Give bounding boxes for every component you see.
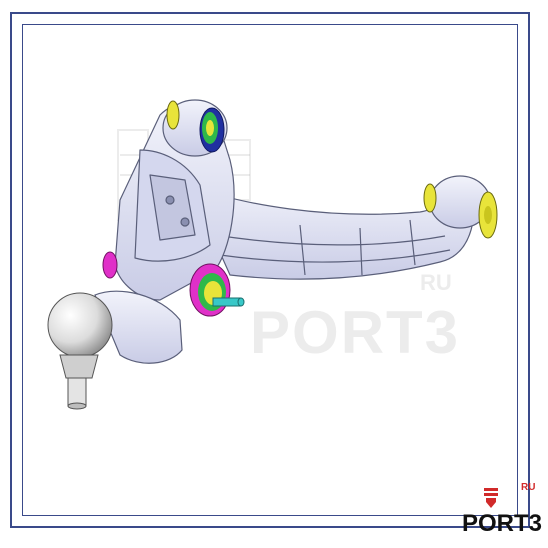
lower-bushing	[189, 263, 245, 317]
side-bushing	[102, 251, 118, 279]
outer-frame	[10, 12, 530, 528]
logo-brand: PORT3	[462, 510, 543, 537]
ball-joint	[47, 290, 183, 410]
logo-piston-icon	[484, 488, 498, 491]
front-bushing	[162, 99, 228, 157]
rear-bushing	[423, 175, 498, 239]
watermark-suffix: RU	[420, 270, 452, 295]
watermark-brand: PORT3	[250, 299, 461, 366]
logo-suffix: RU	[521, 482, 536, 493]
rear-arm	[189, 181, 475, 280]
port3-logo	[484, 488, 498, 508]
inner-frame	[22, 24, 518, 516]
